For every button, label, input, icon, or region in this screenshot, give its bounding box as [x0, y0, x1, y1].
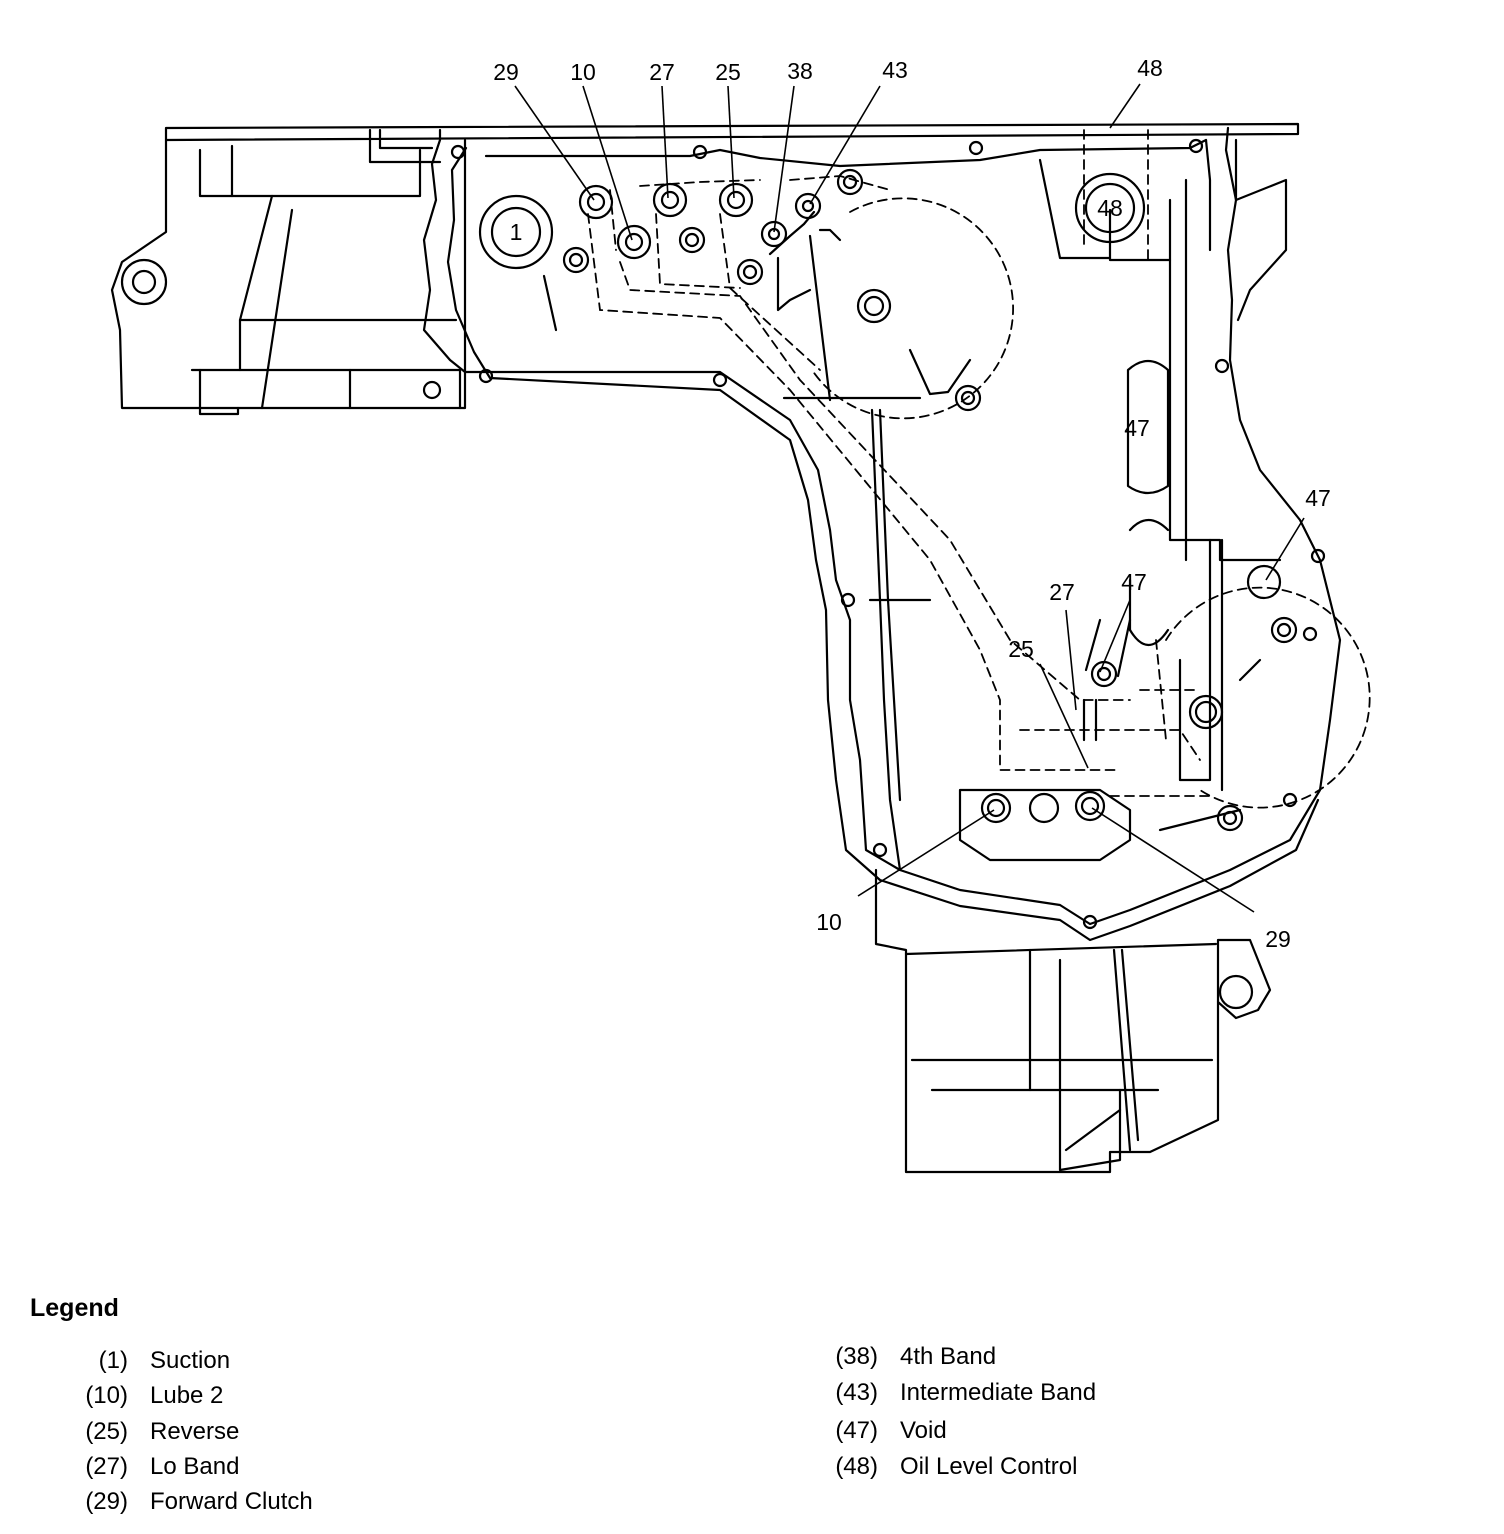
callout-43: 43 [882, 57, 908, 83]
legend-text: Reverse [150, 1418, 240, 1445]
callout-27-top: 27 [649, 59, 675, 85]
callout-27-lower: 27 [1049, 579, 1075, 605]
legend-number: (27) [85, 1453, 128, 1480]
legend-item-void: (47) Void [818, 1416, 947, 1446]
legend-text: Suction [150, 1347, 231, 1374]
suction-port-label: 1 [510, 219, 523, 245]
gasket-outline [422, 126, 1342, 926]
legend-item-oil-level-control: (48) Oil Level Control [818, 1452, 1077, 1482]
legend-number: (38) [835, 1343, 878, 1370]
legend-text: Intermediate Band [900, 1379, 1097, 1406]
callout-10-lower: 10 [816, 909, 842, 935]
legend-text: Oil Level Control [900, 1453, 1078, 1480]
legend-number: (1) [98, 1347, 128, 1374]
callout-47-right: 47 [1305, 485, 1331, 511]
mount-hole-left [120, 258, 168, 306]
callout-38: 38 [787, 58, 813, 84]
callout-25-lower: 25 [1008, 636, 1034, 662]
oil-level-port [1074, 172, 1146, 244]
legend-title: Legend [30, 1294, 119, 1322]
lower-housing [874, 868, 1272, 1174]
callout-25-top: 25 [715, 59, 741, 85]
legend-text: 4th Band [900, 1343, 997, 1370]
legend-item-lube-2: (10) Lube 2 [68, 1381, 223, 1411]
void-slot [1126, 359, 1170, 495]
legend-item-forward-clutch: (29) Forward Clutch [68, 1487, 313, 1517]
legend-number: (25) [85, 1418, 128, 1445]
callout-48: 48 [1137, 55, 1163, 81]
callout-47-mid: 47 [1121, 569, 1147, 595]
legend-item-lo-band: (27) Lo Band [68, 1452, 239, 1482]
suction-port [478, 194, 554, 270]
callout-47-slot: 47 [1124, 415, 1150, 441]
callout-10-top: 10 [570, 59, 596, 85]
oil-level-port-label: 48 [1097, 195, 1123, 221]
legend-number: (29) [85, 1488, 128, 1515]
legend-text: Void [900, 1417, 947, 1444]
legend-number: (43) [835, 1379, 878, 1406]
legend-item-reverse: (25) Reverse [68, 1417, 239, 1447]
legend-number: (10) [85, 1382, 128, 1409]
legend-text: Forward Clutch [150, 1488, 313, 1515]
legend-item-intermediate-band: (43) Intermediate Band [818, 1378, 1096, 1408]
legend-item-4th-band: (38) 4th Band [818, 1342, 996, 1372]
legend-number: (48) [835, 1453, 878, 1480]
legend-text: Lube 2 [150, 1382, 224, 1409]
case-top-rail [164, 122, 1300, 142]
legend-item-suction: (1) Suction [68, 1346, 230, 1376]
callout-29-top: 29 [493, 59, 519, 85]
legend-text: Lo Band [150, 1453, 240, 1480]
left-flange [110, 138, 467, 410]
legend-number: (47) [835, 1417, 878, 1444]
callout-29-lower: 29 [1265, 926, 1291, 952]
